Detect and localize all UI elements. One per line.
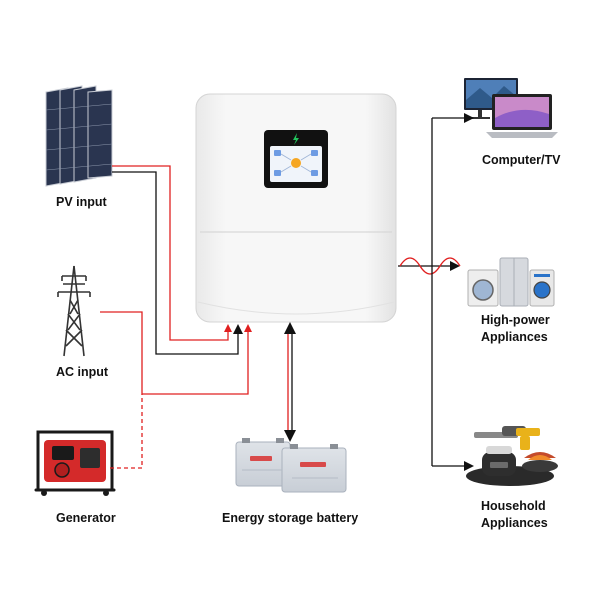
- pv-positive-wire: [112, 165, 232, 341]
- appliances-icon: [467, 257, 555, 307]
- battery-arrow-down: [284, 430, 296, 442]
- solar-panel-icon: [45, 85, 113, 187]
- pv-input-label: PV input: [56, 195, 107, 209]
- transmission-tower-icon: [57, 265, 91, 357]
- generator-wire: [110, 394, 143, 469]
- battery-icon: [235, 438, 347, 493]
- battery-label: Energy storage battery: [222, 511, 359, 525]
- high-power-appliances-label: High-power Appliances: [481, 313, 550, 344]
- ac-sine-wave: [399, 257, 461, 275]
- generator-label: Generator: [56, 511, 116, 525]
- kitchen-appliances-icon: [466, 426, 558, 486]
- computer-tv-label: Computer/TV: [482, 153, 561, 167]
- generator-icon: [34, 430, 116, 496]
- pv-negative-wire: [112, 171, 243, 355]
- computer-tv-icon: [464, 78, 558, 138]
- household-appliances-label: Household Appliances: [481, 499, 548, 530]
- ac-input-label: AC input: [56, 365, 109, 379]
- ac-input-wire: [100, 311, 252, 395]
- hybrid-inverter-icon: [195, 93, 397, 323]
- battery-arrow-up: [284, 322, 296, 334]
